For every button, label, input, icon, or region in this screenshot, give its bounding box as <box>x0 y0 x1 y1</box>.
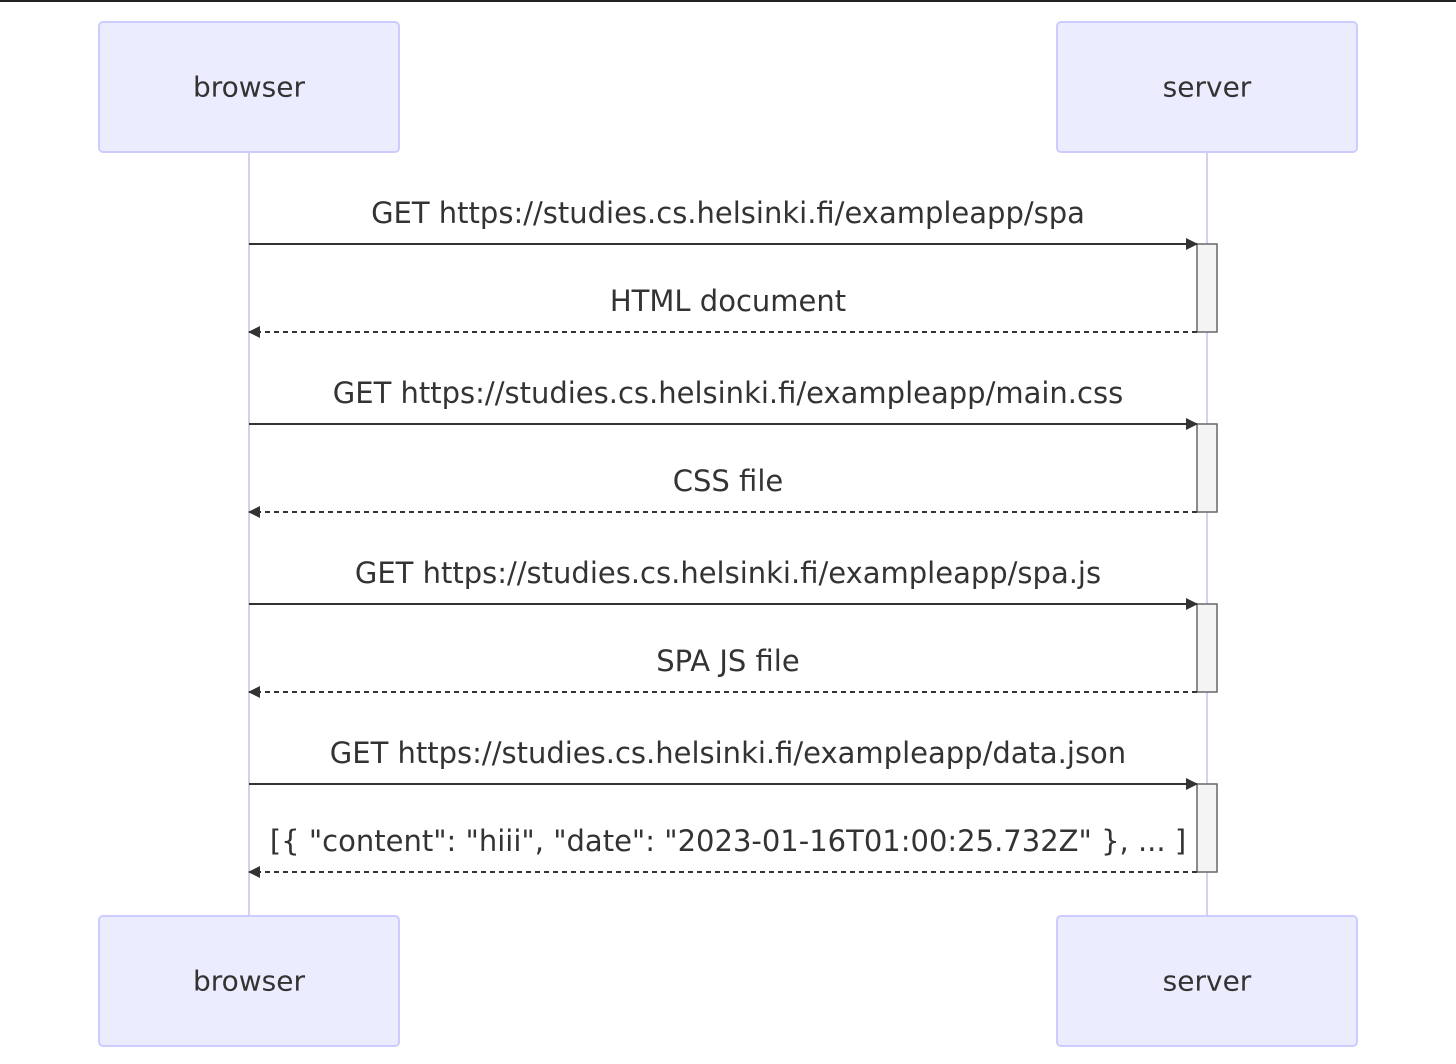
activation-bar <box>1196 783 1218 873</box>
message-label: GET https://studies.cs.helsinki.fi/examp… <box>371 196 1085 230</box>
actor-label: browser <box>193 965 306 998</box>
message-label: CSS file <box>673 464 783 498</box>
message-label: GET https://studies.cs.helsinki.fi/examp… <box>333 376 1123 410</box>
actor-box <box>98 21 400 153</box>
response-message-3: SPA JS file <box>248 644 1197 698</box>
activation-bar <box>1196 603 1218 693</box>
message-label: [{ "content": "hiii", "date": "2023-01-1… <box>270 824 1186 858</box>
activation-bar <box>1196 243 1218 333</box>
message-label: GET https://studies.cs.helsinki.fi/examp… <box>330 736 1126 770</box>
message-label: SPA JS file <box>656 644 799 678</box>
activation-bar <box>1196 423 1218 513</box>
top-border <box>0 0 1456 2</box>
request-message-4: GET https://studies.cs.helsinki.fi/examp… <box>249 736 1198 790</box>
actor-label: browser <box>193 71 306 104</box>
response-message-4: [{ "content": "hiii", "date": "2023-01-1… <box>248 824 1197 878</box>
request-message-1: GET https://studies.cs.helsinki.fi/examp… <box>249 196 1198 250</box>
actor-browser-bottom: browser <box>98 915 400 1047</box>
request-message-2: GET https://studies.cs.helsinki.fi/examp… <box>249 376 1198 430</box>
actor-label: server <box>1163 965 1252 998</box>
response-message-1: HTML document <box>248 284 1197 338</box>
message-label: GET https://studies.cs.helsinki.fi/examp… <box>355 556 1101 590</box>
request-message-3: GET https://studies.cs.helsinki.fi/examp… <box>249 556 1198 610</box>
response-message-2: CSS file <box>248 464 1197 518</box>
actor-label: server <box>1163 71 1252 104</box>
actor-box <box>98 915 400 1047</box>
actor-server-bottom: server <box>1056 915 1358 1047</box>
actor-box <box>1056 21 1358 153</box>
actor-server-top: server <box>1056 21 1358 153</box>
message-label: HTML document <box>610 284 846 318</box>
actor-browser-top: browser <box>98 21 400 153</box>
actor-box <box>1056 915 1358 1047</box>
